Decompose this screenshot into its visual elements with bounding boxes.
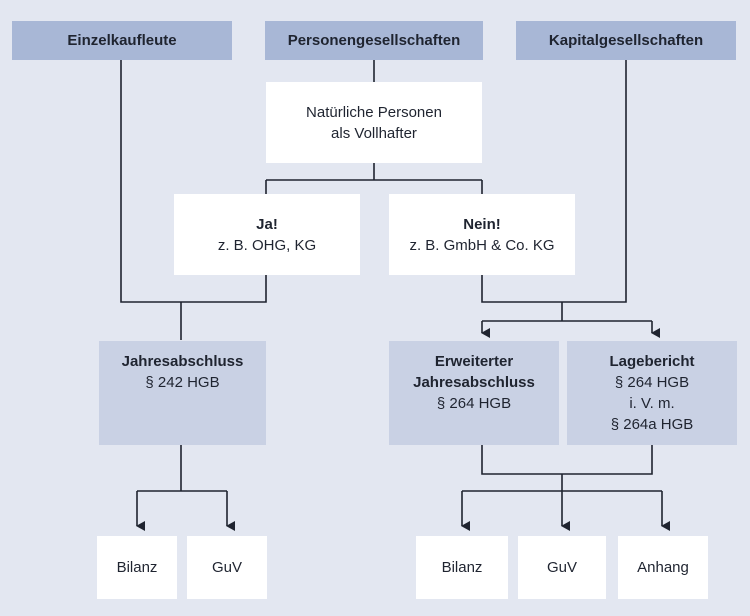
box-lagebericht: Lagebericht § 264 HGB i. V. m. § 264a HG…: [567, 341, 737, 445]
lagebericht-law1: § 264 HGB: [614, 374, 690, 391]
erweiterter-title2: Jahresabschluss: [413, 374, 535, 391]
right-anhang-label: Anhang: [637, 559, 689, 576]
box-right-anhang: Anhang: [618, 536, 708, 599]
line-question-branch: [265, 163, 483, 194]
box-erweiterter: Erweiterter Jahresabschluss § 264 HGB: [389, 341, 559, 445]
question-line2: als Vollhafter: [331, 124, 417, 142]
right-bilanz-label: Bilanz: [441, 559, 483, 576]
line-right-pair: [462, 445, 662, 492]
yes-example: z. B. OHG, KG: [217, 236, 317, 254]
no-title: Nein!: [463, 215, 501, 233]
box-kapitalgesellschaften: Kapitalgesellschaften: [516, 21, 736, 60]
lagebericht-title: Lagebericht: [609, 353, 695, 370]
right-guv-label: GuV: [546, 559, 577, 576]
label-einzelkaufleute: Einzelkaufleute: [67, 32, 177, 49]
question-line1: Natürliche Personen: [306, 103, 442, 121]
left-guv-label: GuV: [211, 559, 242, 576]
jahresabschluss-law: § 242 HGB: [145, 374, 220, 391]
box-right-guv: GuV: [518, 536, 606, 599]
label-kapitalgesellschaften: Kapitalgesellschaften: [548, 32, 704, 49]
box-personengesellschaften: Personengesellschaften: [265, 21, 483, 60]
line-right-merge: [482, 302, 652, 322]
box-einzelkaufleute: Einzelkaufleute: [12, 21, 232, 60]
line-left-leaves: [137, 445, 227, 492]
lagebericht-law3: § 264a HGB: [610, 416, 694, 433]
label-personengesellschaften: Personengesellschaften: [287, 32, 461, 49]
erweiterter-law: § 264 HGB: [436, 395, 512, 412]
box-right-bilanz: Bilanz: [416, 536, 508, 599]
no-example: z. B. GmbH & Co. KG: [409, 236, 555, 254]
left-bilanz-label: Bilanz: [116, 559, 158, 576]
box-left-guv: GuV: [187, 536, 267, 599]
line-kapital: [481, 60, 627, 303]
box-no: Nein! z. B. GmbH & Co. KG: [389, 194, 575, 275]
line-einzel: [120, 60, 267, 303]
box-left-bilanz: Bilanz: [97, 536, 177, 599]
jahresabschluss-title: Jahresabschluss: [121, 353, 244, 370]
yes-title: Ja!: [256, 215, 278, 233]
box-yes: Ja! z. B. OHG, KG: [174, 194, 360, 275]
erweiterter-title1: Erweiterter: [434, 353, 514, 370]
box-jahresabschluss: Jahresabschluss § 242 HGB: [99, 341, 266, 445]
lagebericht-law2: i. V. m.: [629, 395, 675, 412]
box-question: Natürliche Personen als Vollhafter: [266, 82, 482, 163]
